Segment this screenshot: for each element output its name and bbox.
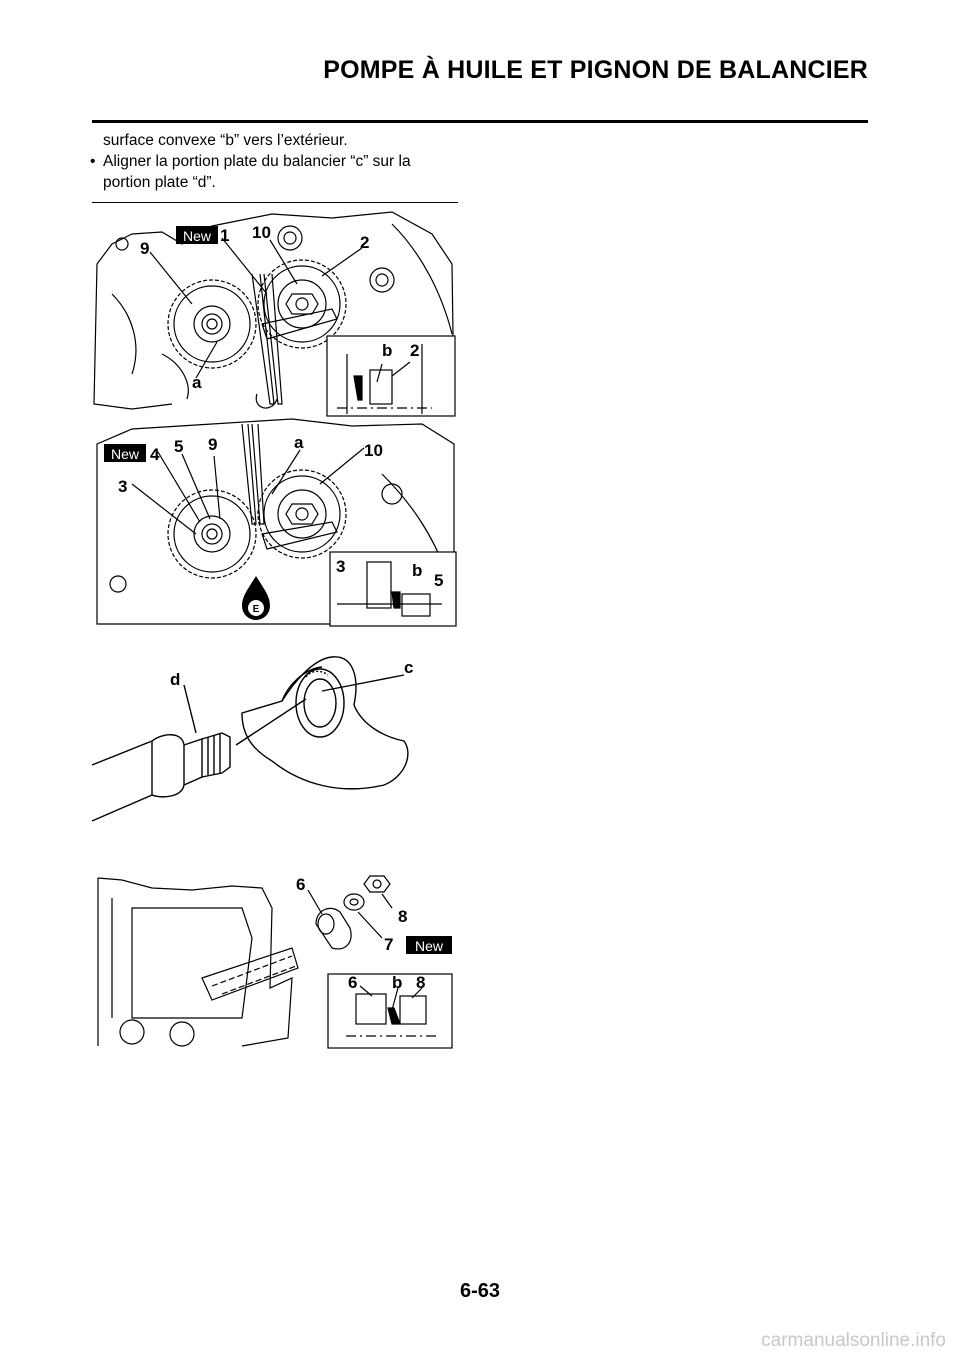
callout-label: b [382,341,392,360]
new-badge-label: New [111,446,140,462]
figure-top-rule [92,202,458,203]
gear-assembly-figure: E New New 9 1 10 2 b 2 a 5 9 a 10 4 3 3 … [92,204,458,628]
header-rule [92,120,868,123]
page-title: POMPE À HUILE ET PIGNON DE BALANCIER [323,56,868,84]
callout-label: d [170,670,180,689]
callout-label: a [192,373,202,392]
oil-symbol-letter: E [253,604,260,615]
callout-label: 6 [296,875,305,894]
new-badge [104,444,146,462]
callout-label: 9 [140,239,149,258]
callout-label: 8 [398,907,407,926]
balancer-weight-figure: New 6 8 7 6 b 8 [92,868,458,1050]
callout-label: 2 [410,341,419,360]
text-line-1: surface convexe “b” vers l’extérieur. [103,132,348,149]
watermark-text: carmanualsonline.info [761,1330,946,1351]
engine-oil-icon: E [242,576,270,620]
callout-label: b [412,561,422,580]
callout-label: 6 [348,973,357,992]
bullet-mark: • [90,153,96,170]
callout-label: 3 [118,477,127,496]
callout-label: 5 [174,437,183,456]
gear-assembly-drawing: E New New 9 1 10 2 b 2 a 5 9 a 10 4 3 3 … [93,211,457,627]
callout-label: 8 [416,973,425,992]
callout-label: 10 [364,441,383,460]
callout-label: 3 [336,557,345,576]
callout-label: 7 [384,935,393,954]
callout-label: a [294,433,304,452]
instruction-text: surface convexe “b” vers l’extérieur. • A… [90,130,470,193]
callout-label: b [392,973,402,992]
page-number: 6-63 [459,1280,501,1302]
new-badge-label: New [415,938,444,954]
balancer-alignment-drawing: d c [92,656,413,822]
text-line-3: portion plate “d”. [103,174,216,191]
callout-label: c [404,658,413,677]
callout-label: 9 [208,435,217,454]
callout-label: 2 [360,233,369,252]
new-badge-label: New [183,228,212,244]
balancer-alignment-figure: d c [92,645,422,825]
callout-label: 10 [252,223,271,242]
balancer-weight-drawing: New 6 8 7 6 b 8 [97,875,453,1049]
callout-label: 5 [434,571,443,590]
text-line-2: Aligner la portion plate du balancier “c… [103,153,411,170]
callout-label: 4 [150,445,160,464]
callout-label: 1 [220,226,229,245]
new-badge [176,226,218,244]
new-badge [406,936,452,954]
